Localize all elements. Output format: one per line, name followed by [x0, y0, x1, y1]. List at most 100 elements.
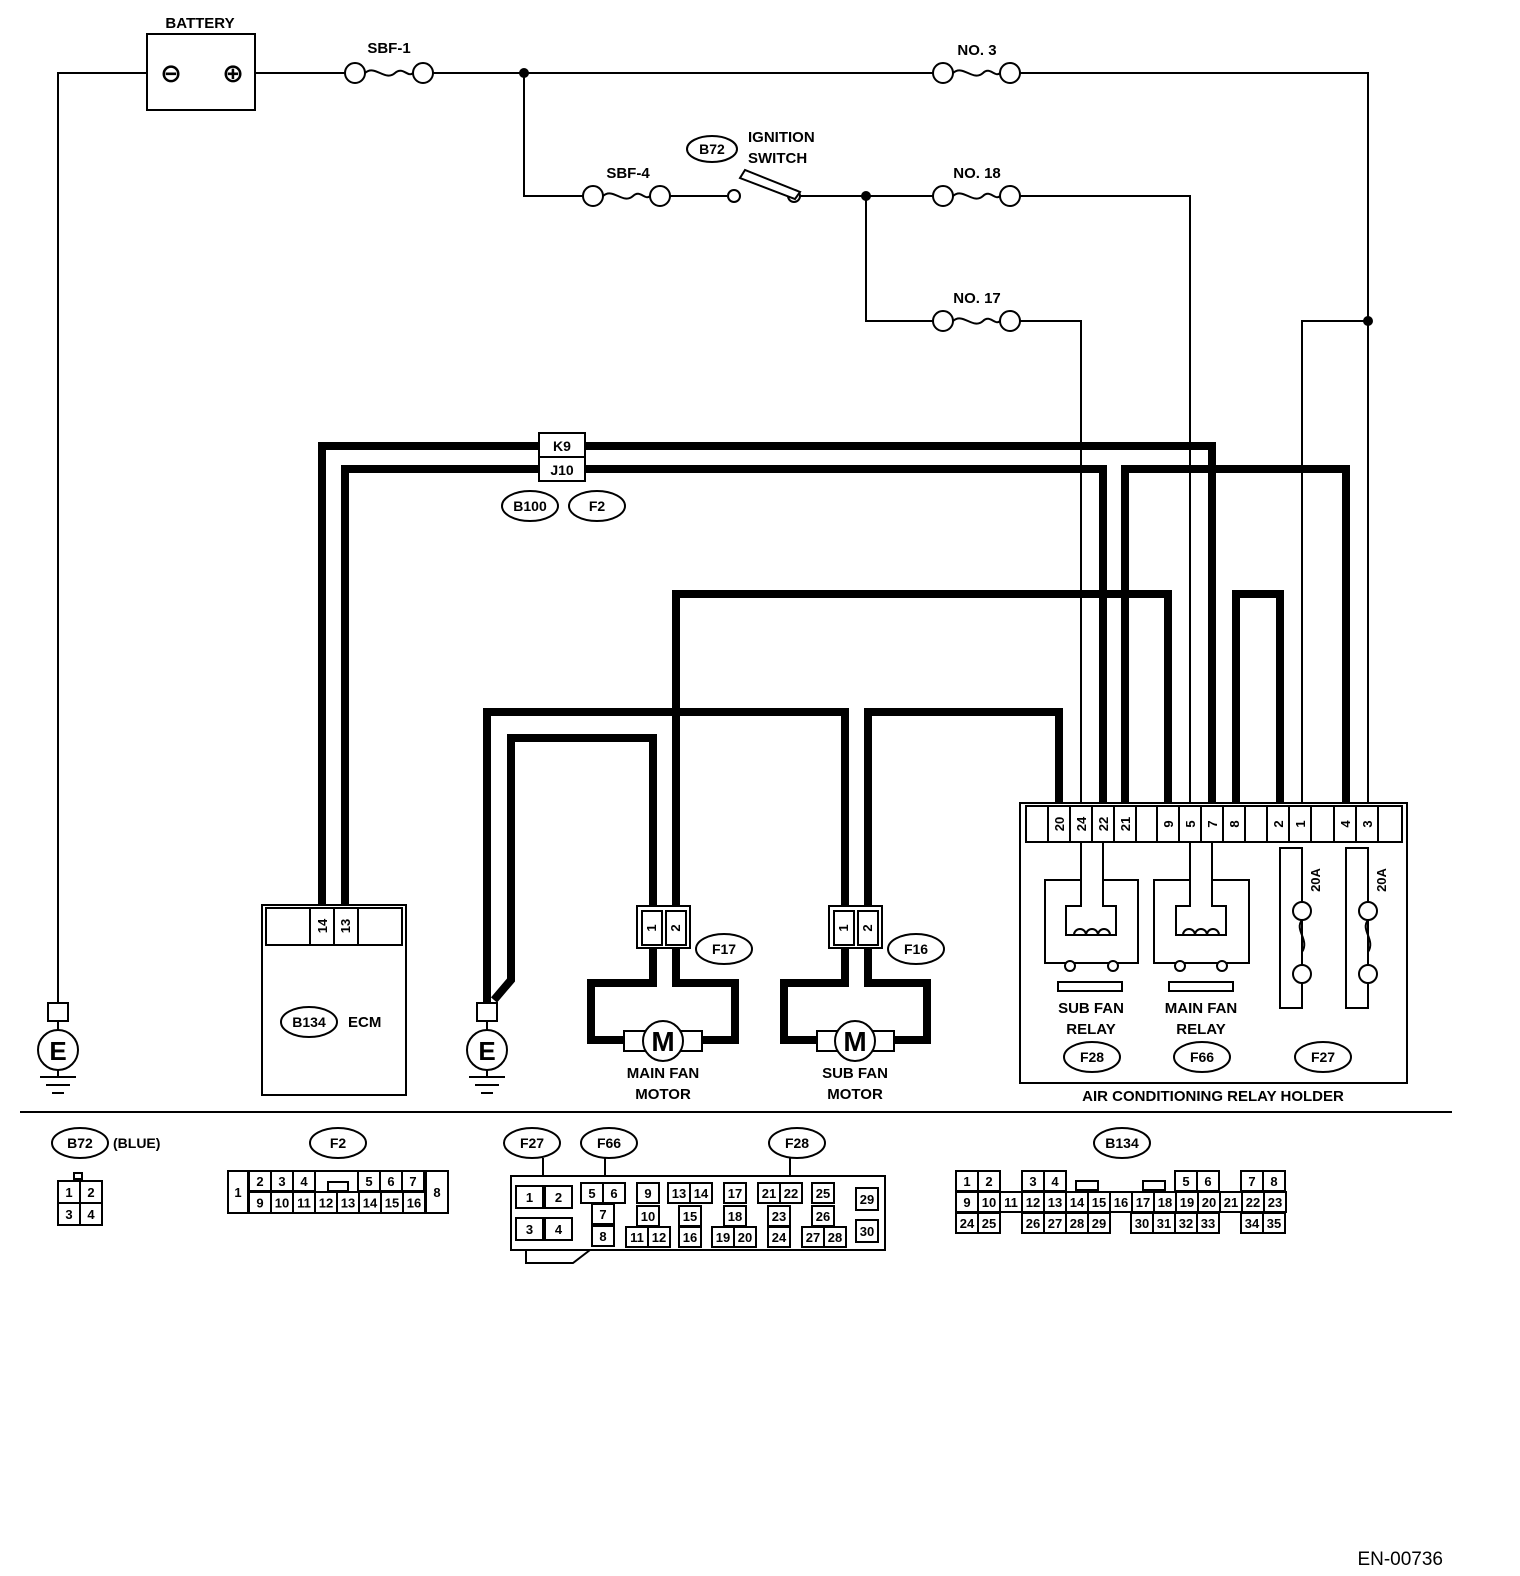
b134-pin-1: 1	[963, 1174, 970, 1189]
b134-pin-33: 33	[1201, 1216, 1215, 1231]
f2-pin-15: 15	[385, 1196, 399, 1211]
legend-f66-id: F66	[597, 1135, 621, 1151]
ecm-pin-13: 13	[338, 919, 353, 933]
relay-conn-pin-28: 28	[828, 1230, 842, 1245]
figure-code: EN-00736	[1357, 1549, 1443, 1570]
f2-pin-12: 12	[319, 1196, 333, 1211]
b134-pin-32: 32	[1179, 1216, 1193, 1231]
main-fan-relay-line2: RELAY	[1176, 1021, 1225, 1038]
relay-conn-pin-3: 3	[526, 1222, 533, 1237]
relay-conn-pin-8-cell	[591, 1225, 615, 1247]
ground-right: E	[466, 1002, 508, 1094]
legend-b134-id: B134	[1105, 1135, 1139, 1151]
relay-conn-pin-30-cell	[855, 1219, 879, 1243]
b134-pin-26: 26	[1026, 1216, 1040, 1231]
relay-conn-pin-7-cell	[591, 1203, 615, 1225]
ignition-connector-id: B72	[699, 141, 725, 157]
relay-conn-pin-27: 27	[806, 1230, 820, 1245]
main-fan-motor-symbol: M	[651, 1026, 674, 1057]
f2-pin-5: 5	[365, 1174, 372, 1189]
relay-conn-pin-5: 5	[588, 1186, 595, 1201]
ecm: 14 13 B134 ECM	[261, 904, 407, 1096]
relay-conn-pin-1: 1	[526, 1190, 533, 1205]
ignition-switch: B72 IGNITION SWITCH	[686, 129, 815, 203]
b134-pin-25-cell	[977, 1212, 1001, 1234]
joint-f2: F2	[589, 498, 606, 514]
b134-pin-35: 35	[1267, 1216, 1281, 1231]
sub-fan-connector-id: F16	[904, 941, 928, 957]
relay-conn-pin-23: 23	[772, 1209, 786, 1224]
relay-conn-pin-9: 9	[644, 1186, 651, 1201]
relay-f28-id: F28	[1080, 1049, 1104, 1065]
b134-pin-28: 28	[1070, 1216, 1084, 1231]
relay-holder-pin-8: 8	[1227, 820, 1242, 827]
b134-pin-29: 29	[1092, 1216, 1106, 1231]
fuse-sbf1: SBF-1	[344, 40, 434, 84]
splice-dot	[1363, 316, 1373, 326]
b134-pin-31: 31	[1157, 1216, 1171, 1231]
b134-pin-27: 27	[1048, 1216, 1062, 1231]
f2-pin-9: 9	[256, 1196, 263, 1211]
f2-pin-16-cell	[402, 1191, 426, 1214]
relay-conn-pin-2-cell	[544, 1185, 573, 1209]
fuse-no18: NO. 18	[932, 165, 1021, 207]
relay-conn-pin-20-cell	[733, 1226, 757, 1248]
legend-f27-id: F27	[520, 1135, 544, 1151]
relay-holder-pin-1: 1	[1293, 820, 1308, 827]
b134-pin-4: 4	[1051, 1174, 1059, 1189]
b134-pin-21: 21	[1224, 1195, 1238, 1210]
b134-pin-11: 11	[1004, 1195, 1018, 1210]
b134-pin-3: 3	[1029, 1174, 1036, 1189]
b134-pin-17: 17	[1136, 1195, 1150, 1210]
relay-conn-pin-9-cell	[636, 1182, 660, 1204]
relay-holder-pin-20: 20	[1052, 817, 1067, 831]
relay-conn-pin-12-cell	[647, 1226, 671, 1248]
legend-b72-id: B72	[67, 1135, 93, 1151]
relay-conn-pin-22: 22	[784, 1186, 798, 1201]
f2-pin-16: 16	[407, 1196, 421, 1211]
relay-conn-pin-26: 26	[816, 1209, 830, 1224]
relay-conn-pin-24: 24	[772, 1230, 787, 1245]
relay-holder-pin-21: 21	[1118, 817, 1133, 831]
f2-pin-1: 1	[234, 1185, 241, 1200]
b134-pin-24: 24	[960, 1216, 975, 1231]
f2-pin-7: 7	[409, 1174, 416, 1189]
battery-negative: ⊖	[160, 58, 182, 88]
b134-pin-2: 2	[985, 1174, 992, 1189]
relay-conn-pin-12: 12	[652, 1230, 666, 1245]
relay-conn-pin-20: 20	[738, 1230, 752, 1245]
battery-positive: ⊕	[222, 58, 244, 88]
relay-conn-pin-19: 19	[716, 1230, 730, 1245]
fuse-20a-right: 20A	[1374, 867, 1389, 891]
relay-conn-pin-30: 30	[860, 1224, 874, 1239]
no18-label: NO. 18	[953, 165, 1001, 182]
legend-b72-color: (BLUE)	[113, 1135, 160, 1151]
relay-conn-pin-16: 16	[683, 1230, 697, 1245]
sub-fan-motor-symbol: M	[843, 1026, 866, 1057]
ground-left: E	[37, 1002, 79, 1094]
main-fan-pin-2: 2	[668, 924, 683, 931]
ecm-label: ECM	[348, 1014, 381, 1031]
main-fan-label-line2: MOTOR	[635, 1086, 691, 1103]
f2-pin-6: 6	[387, 1174, 394, 1189]
relay-conn-pin-4: 4	[555, 1222, 563, 1237]
f2-pin-2: 2	[256, 1174, 263, 1189]
relay-conn-pin-21: 21	[762, 1186, 776, 1201]
b134-pin-29-cell	[1087, 1212, 1111, 1234]
ignition-label-line2: SWITCH	[748, 150, 807, 167]
relay-holder-title: AIR CONDITIONING RELAY HOLDER	[1082, 1088, 1344, 1105]
relay-conn-pin-16-cell	[678, 1226, 702, 1248]
battery-label: BATTERY	[165, 15, 234, 32]
relay-holder-pin-8-cell	[1222, 805, 1246, 843]
f2-pin-13: 13	[341, 1196, 355, 1211]
power-wires	[57, 68, 1373, 1003]
joint-b100: B100	[513, 498, 547, 514]
sbf1-label: SBF-1	[367, 40, 410, 57]
relay-conn-pin-18: 18	[728, 1209, 742, 1224]
b134-pin-13: 13	[1048, 1195, 1062, 1210]
b134-pin-16: 16	[1114, 1195, 1128, 1210]
